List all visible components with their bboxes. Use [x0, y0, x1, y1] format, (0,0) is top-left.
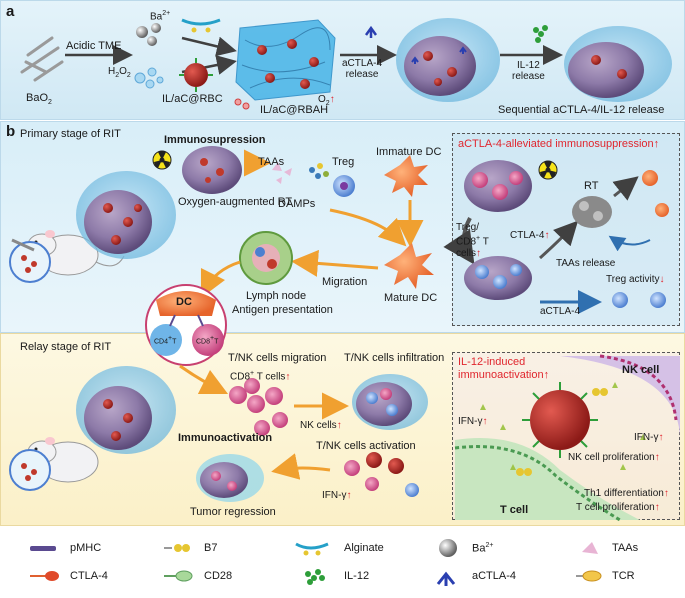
treg-cd8-label: Treg/ CD8+ T cells↑: [456, 222, 489, 260]
legend-ctla4-symbol: [30, 571, 59, 581]
ifn-gamma-label: IFN-γ↑: [322, 490, 352, 501]
il12-particle: [530, 390, 590, 450]
acidic-tme-label: Acidic TME: [66, 40, 122, 52]
t-cell-membrane: [455, 438, 640, 520]
cd8-t-cells: [229, 378, 283, 413]
nk-cells-label: NK cells↑: [300, 420, 342, 431]
legend-ctla4-label: CTLA-4: [70, 570, 108, 582]
legend-b7-symbol: [164, 544, 190, 552]
primary-stage-label: Primary stage of RIT: [20, 128, 121, 140]
h2o2-label: H2O2: [108, 66, 131, 79]
ilac-rbah-label: IL/aC@RBAH: [260, 104, 329, 116]
relay-stage-label: Relay stage of RIT: [20, 341, 112, 353]
o2-label: O2↑: [318, 94, 335, 107]
legend-actla4-symbol: [436, 571, 456, 586]
cd4-label: CD4+T: [154, 335, 177, 346]
treg-activity-label: Treg activity↓: [606, 274, 665, 285]
panel-b-label: b: [6, 123, 16, 140]
cd4-cell: [150, 324, 182, 356]
legend-alginate-label: Alginate: [344, 542, 384, 554]
damps-label: DAMPs: [278, 198, 316, 210]
taas-label: TAAs: [258, 156, 285, 168]
tnk-migration-label: T/NK cells migration: [228, 352, 327, 364]
ifn-left-label: IFN-γ↑: [458, 416, 488, 427]
dc-label: DC: [176, 296, 192, 308]
actla4-b-label: aCTLA-4: [540, 306, 581, 317]
bao2-rods: [20, 36, 64, 82]
tumor-rt: [182, 146, 242, 194]
bao2-label: BaO2: [26, 92, 52, 107]
radiation-icon-1: [152, 150, 172, 170]
tumor-regression-label: Tumor regression: [190, 506, 276, 518]
treg-label: Treg: [332, 156, 355, 168]
rt-label: RT: [584, 180, 599, 192]
cd8-cells-label: CD8+ T cells↑: [230, 370, 291, 383]
nk-proliferation-label: NK cell proliferation↑: [568, 452, 660, 463]
radiation-icon-2: [538, 160, 558, 180]
taas-release-label: TAAs release: [556, 258, 616, 269]
legend-alginate-symbol: [295, 542, 329, 556]
immature-dc-cell: [384, 155, 428, 197]
sequential-release-label: Sequential aCTLA-4/IL-12 release: [498, 104, 665, 116]
legend-il12-symbol: [305, 569, 325, 585]
legend-b7-label: B7: [204, 542, 218, 554]
legend-il12-label: IL-12: [344, 570, 370, 582]
immunoactivation-label: Immunoactivation: [178, 432, 273, 444]
legend-tcr-label: TCR: [612, 570, 635, 582]
actla4-box-title: aCTLA-4-alleviated immunosuppression↑: [458, 138, 660, 150]
ifn-right-label: IFN-γ↑: [634, 432, 664, 443]
legend-ba2-label: Ba2+: [472, 542, 494, 555]
panel-a-label: a: [6, 3, 15, 20]
legend-pmhc-symbol: [30, 546, 56, 551]
tnk-activation-label: T/NK cells activation: [316, 440, 416, 452]
immunosupression-label: Immunosupression: [164, 134, 266, 146]
nk-cells: [254, 412, 288, 436]
mature-dc-label: Mature DC: [384, 292, 438, 304]
legend-background: [0, 526, 685, 598]
mature-dc-cell: [384, 243, 434, 289]
t-prolif-label: T cell proliferation↑: [576, 502, 660, 513]
tnk-infiltration-label: T/NK cells infiltration: [344, 352, 445, 364]
antigen-presentation-label: Antigen presentation: [232, 304, 333, 316]
oxygen-rt-label: Oxygen-augmented RT: [178, 196, 293, 208]
immature-dc-label: Immature DC: [376, 146, 442, 158]
rbc-particle: [184, 63, 208, 87]
ilac-rbc-label: IL/aC@RBC: [162, 93, 223, 105]
legend-pmhc-label: pMHC: [70, 542, 102, 554]
t-cell-label: T cell: [500, 504, 529, 516]
th1-diff-label: Th1 differentiation↑: [584, 488, 669, 499]
legend-cd28-label: CD28: [204, 570, 233, 582]
cd8-label: CD8+T: [196, 335, 219, 346]
legend-taas-label: TAAs: [612, 542, 639, 554]
legend-cd28-symbol: [164, 570, 193, 582]
ba2-label: Ba2+: [150, 10, 171, 23]
legend-ba2-symbol: [439, 539, 457, 557]
cd8-cell: [192, 324, 224, 356]
activation-cells: [344, 452, 419, 497]
legend-actla4-label: aCTLA-4: [472, 570, 517, 582]
nk-cell-label: NK cell: [622, 364, 660, 376]
ctla4-label: CTLA-4↑: [510, 230, 550, 241]
nk-cell-membrane: [560, 356, 680, 440]
lymph-node-label: Lymph node: [246, 290, 307, 302]
legend-taas-symbol: [582, 542, 598, 554]
legend-tcr-symbol: [576, 570, 602, 582]
migration-label: Migration: [322, 276, 368, 288]
